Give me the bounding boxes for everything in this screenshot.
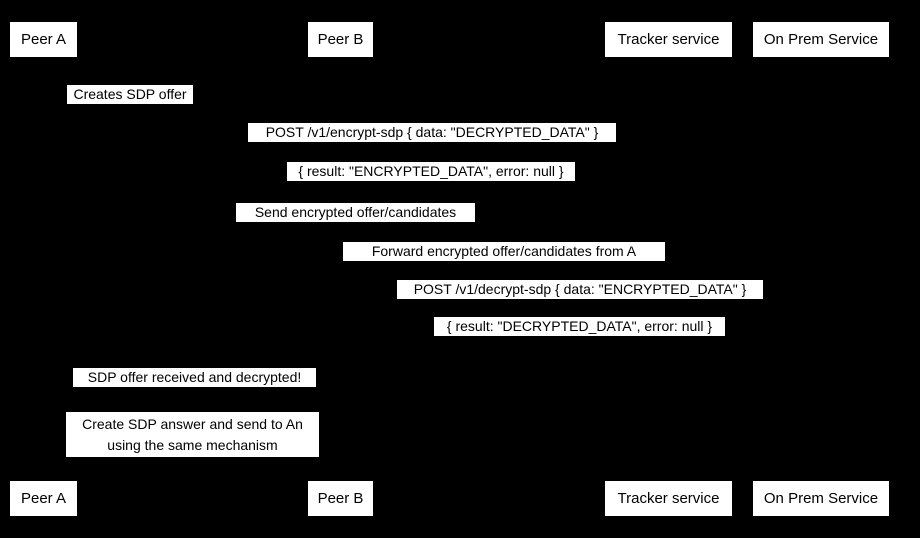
participant-peer-b-bottom: Peer B: [308, 481, 373, 516]
participant-on-prem-service-top: On Prem Service: [753, 22, 889, 57]
participant-peer-a-bottom: Peer A: [10, 481, 77, 516]
message-post-encrypt-sdp: POST /v1/encrypt-sdp { data: "DECRYPTED_…: [248, 123, 616, 142]
message-sdp-offer-received: SDP offer received and decrypted!: [73, 368, 316, 387]
message-decrypt-result: { result: "DECRYPTED_DATA", error: null …: [434, 317, 725, 336]
participant-peer-b-top: Peer B: [308, 22, 373, 57]
message-encrypt-result: { result: "ENCRYPTED_DATA", error: null …: [287, 162, 575, 181]
lifeline-peer-b: [340, 57, 341, 481]
message-post-decrypt-sdp: POST /v1/decrypt-sdp { data: "ENCRYPTED_…: [397, 280, 763, 299]
participant-peer-a-top: Peer A: [10, 22, 77, 57]
message-forward-encrypted-offer: Forward encrypted offer/candidates from …: [343, 242, 665, 261]
lifeline-on-prem-service: [821, 57, 822, 481]
lifeline-tracker-service: [668, 57, 669, 481]
participant-on-prem-service-bottom: On Prem Service: [753, 481, 889, 516]
participant-tracker-service-bottom: Tracker service: [605, 481, 732, 516]
participant-tracker-service-top: Tracker service: [605, 22, 732, 57]
message-send-encrypted-offer: Send encrypted offer/candidates: [236, 203, 475, 222]
message-creates-sdp-offer: Creates SDP offer: [67, 85, 193, 104]
note-line-2: using the same mechanism: [107, 437, 278, 453]
lifeline-peer-a: [43, 57, 44, 481]
note-line-1: Create SDP answer and send to An: [82, 416, 303, 432]
note-create-sdp-answer: Create SDP answer and send to An using t…: [66, 412, 319, 457]
